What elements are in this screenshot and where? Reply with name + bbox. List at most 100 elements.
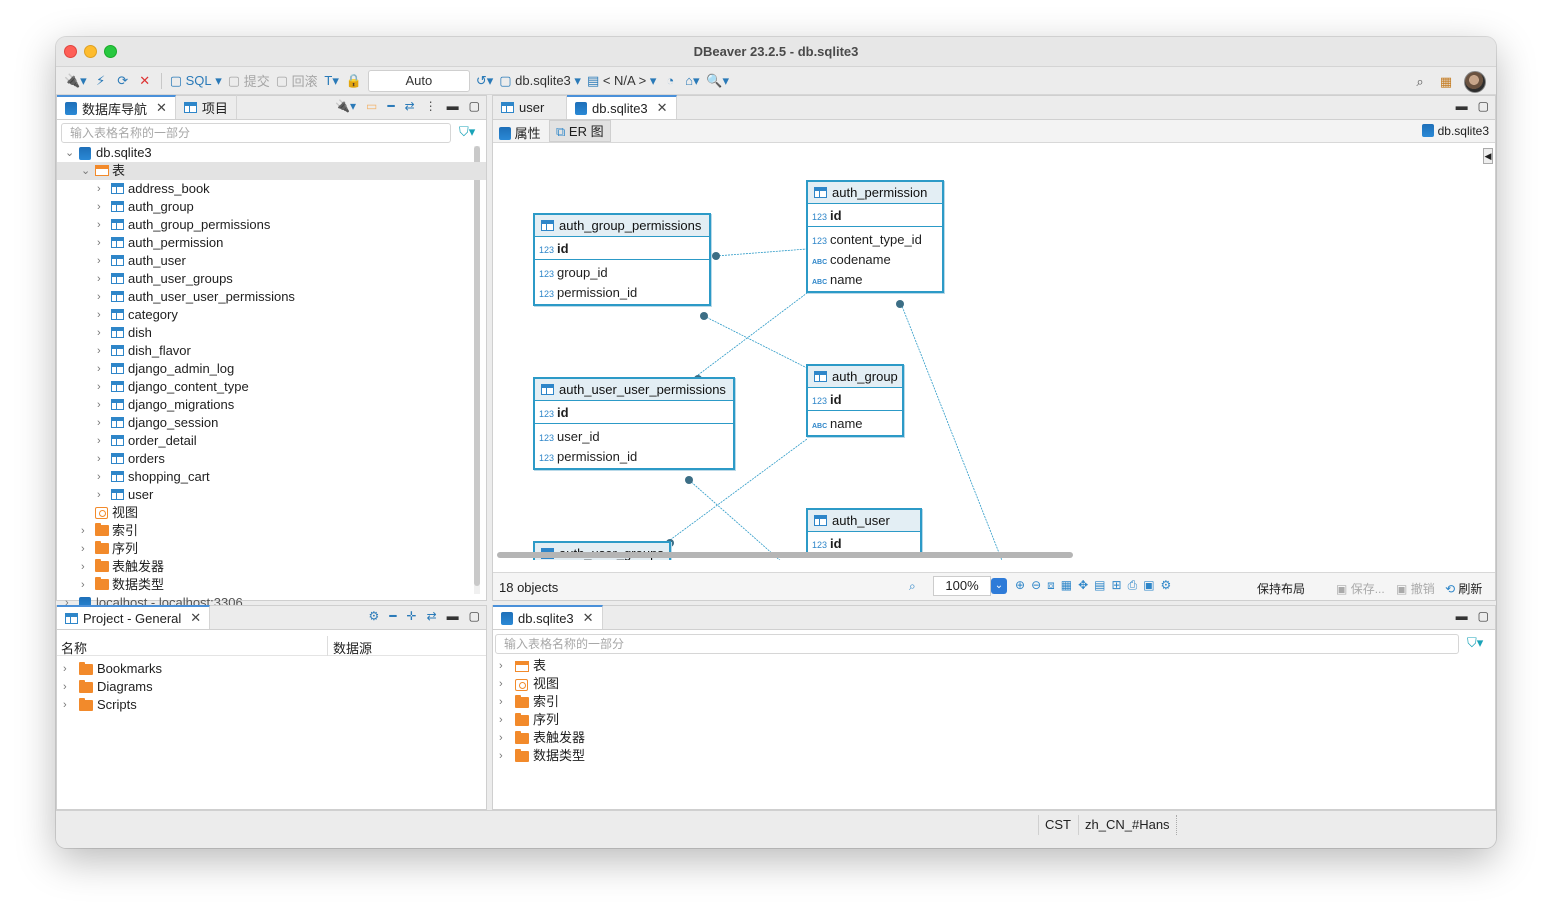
tree-item-table[interactable]: ›order_detail	[57, 432, 486, 450]
minimize-icon[interactable]: ▬	[446, 609, 459, 623]
close-icon[interactable]: ✕	[156, 100, 167, 115]
close-icon[interactable]: ✕	[190, 610, 202, 625]
chevron-right-icon[interactable]: ›	[97, 363, 101, 375]
expand-all-icon[interactable]: ✛	[406, 609, 417, 623]
er-horizontal-scrollbar[interactable]	[497, 552, 1073, 558]
chevron-right-icon[interactable]: ›	[97, 309, 101, 321]
tree-item-table[interactable]: ›auth_group_permissions	[57, 216, 486, 234]
tab-project-general[interactable]: Project - General ✕	[57, 605, 211, 629]
chevron-right-icon[interactable]: ›	[81, 543, 85, 555]
chevron-right-icon[interactable]: ›	[97, 201, 101, 213]
grid-icon[interactable]: ▦	[1060, 578, 1079, 592]
settings-icon[interactable]: ⚙	[1160, 578, 1178, 592]
chevron-right-icon[interactable]: ›	[65, 597, 69, 609]
chevron-right-icon[interactable]: ›	[63, 663, 67, 675]
lock-icon[interactable]: 🔒	[345, 72, 362, 88]
export-image-icon[interactable]: ▣	[1143, 578, 1161, 592]
tree-item-views[interactable]: 视图	[57, 504, 486, 522]
tree-item-table[interactable]: ›dish_flavor	[57, 342, 486, 360]
undo-button[interactable]: ▣ 撤销	[1396, 580, 1435, 597]
maximize-icon[interactable]: ▢	[468, 609, 480, 623]
tree-item-tables[interactable]: ⌄表	[57, 162, 486, 180]
notes-icon[interactable]: ▤	[1094, 578, 1112, 592]
perspective-icon[interactable]: ▦	[1439, 74, 1453, 89]
keep-layout-button[interactable]: 保持布局	[1257, 580, 1305, 597]
project-item[interactable]: ›Diagrams	[57, 678, 486, 696]
db-browser-item[interactable]: ›视图	[493, 675, 1495, 693]
search-tool-icon[interactable]: 🔍▾	[706, 72, 730, 88]
tab-projects[interactable]: 项目	[176, 95, 237, 119]
chevron-right-icon[interactable]: ›	[97, 381, 101, 393]
tree-item-folder[interactable]: ›序列	[57, 540, 486, 558]
chevron-down-icon[interactable]: ⌄	[81, 165, 91, 177]
tree-item-table[interactable]: ›orders	[57, 450, 486, 468]
history-icon[interactable]: ↺▾	[475, 72, 494, 88]
maximize-icon[interactable]: ▢	[1477, 609, 1489, 623]
tree-item-table[interactable]: ›auth_user	[57, 252, 486, 270]
navigator-scrollbar-thumb[interactable]	[474, 146, 480, 586]
new-connection-icon[interactable]: 🔌▾	[335, 99, 357, 113]
project-item[interactable]: ›Bookmarks	[57, 660, 486, 678]
arrange-icon[interactable]: ⊞	[1111, 578, 1128, 592]
chevron-right-icon[interactable]: ›	[97, 489, 101, 501]
tree-item-table[interactable]: ›dish	[57, 324, 486, 342]
palette-toggle-icon[interactable]: ◀	[1483, 148, 1493, 164]
layout-icon[interactable]: ⧈	[1047, 578, 1061, 592]
db-browser-item[interactable]: ›数据类型	[493, 747, 1495, 765]
navigator-filter-input[interactable]: 输入表格名称的一部分	[61, 123, 451, 143]
column-name[interactable]: 名称	[61, 641, 88, 656]
tree-item-table[interactable]: ›auth_group	[57, 198, 486, 216]
connect-icon[interactable]: ⚡	[96, 72, 106, 88]
tree-item-table[interactable]: ›shopping_cart	[57, 468, 486, 486]
chevron-right-icon[interactable]: ›	[97, 255, 101, 267]
transaction-mode-field[interactable]: Auto	[367, 69, 470, 92]
tree-item-table[interactable]: ›auth_permission	[57, 234, 486, 252]
column-datasource[interactable]: 数据源	[333, 641, 373, 656]
active-schema-selector[interactable]: ▤ < N/A > ▾	[586, 72, 657, 89]
tree-item-table[interactable]: ›auth_user_user_permissions	[57, 288, 486, 306]
move-icon[interactable]: ✥	[1078, 578, 1095, 592]
project-item[interactable]: ›Scripts	[57, 696, 486, 714]
tree-item-table[interactable]: ›category	[57, 306, 486, 324]
tab-database-navigator[interactable]: 数据库导航 ✕	[57, 95, 176, 119]
navigator-scrollbar[interactable]	[474, 146, 480, 594]
chevron-right-icon[interactable]: ›	[97, 219, 101, 231]
chevron-right-icon[interactable]: ›	[97, 327, 101, 339]
close-icon[interactable]: ✕	[656, 100, 668, 115]
reconnect-icon[interactable]: ⟳	[117, 72, 129, 88]
tree-item-folder[interactable]: ›数据类型	[57, 576, 486, 594]
settings-icon[interactable]: ⚙	[368, 609, 380, 623]
chevron-right-icon[interactable]: ›	[499, 678, 503, 690]
filter-icon[interactable]: ⛉▾	[1467, 635, 1484, 650]
disconnect-icon[interactable]: ✕	[139, 72, 151, 88]
maximize-icon[interactable]: ▢	[468, 99, 480, 113]
tab-db-browser[interactable]: db.sqlite3 ✕	[493, 605, 603, 629]
tree-item-table[interactable]: ›address_book	[57, 180, 486, 198]
chevron-right-icon[interactable]: ›	[499, 732, 503, 744]
chevron-right-icon[interactable]: ›	[97, 399, 101, 411]
tree-item-connection[interactable]: ⌄db.sqlite3	[57, 144, 486, 162]
collapse-all-icon[interactable]: ━	[389, 609, 397, 623]
chevron-right-icon[interactable]: ›	[97, 237, 101, 249]
chevron-right-icon[interactable]: ›	[81, 525, 85, 537]
chevron-right-icon[interactable]: ›	[97, 471, 101, 483]
db-browser-item[interactable]: ›表	[493, 657, 1495, 675]
print-icon[interactable]: ⎙	[1127, 578, 1144, 592]
commit-button[interactable]: ▢ 提交	[227, 72, 270, 90]
chevron-right-icon[interactable]: ›	[63, 681, 67, 693]
tab-user[interactable]: user	[493, 95, 567, 119]
chevron-right-icon[interactable]: ›	[97, 183, 101, 195]
link-editor-icon[interactable]: ⇄	[426, 609, 437, 623]
chevron-right-icon[interactable]: ›	[499, 696, 503, 708]
